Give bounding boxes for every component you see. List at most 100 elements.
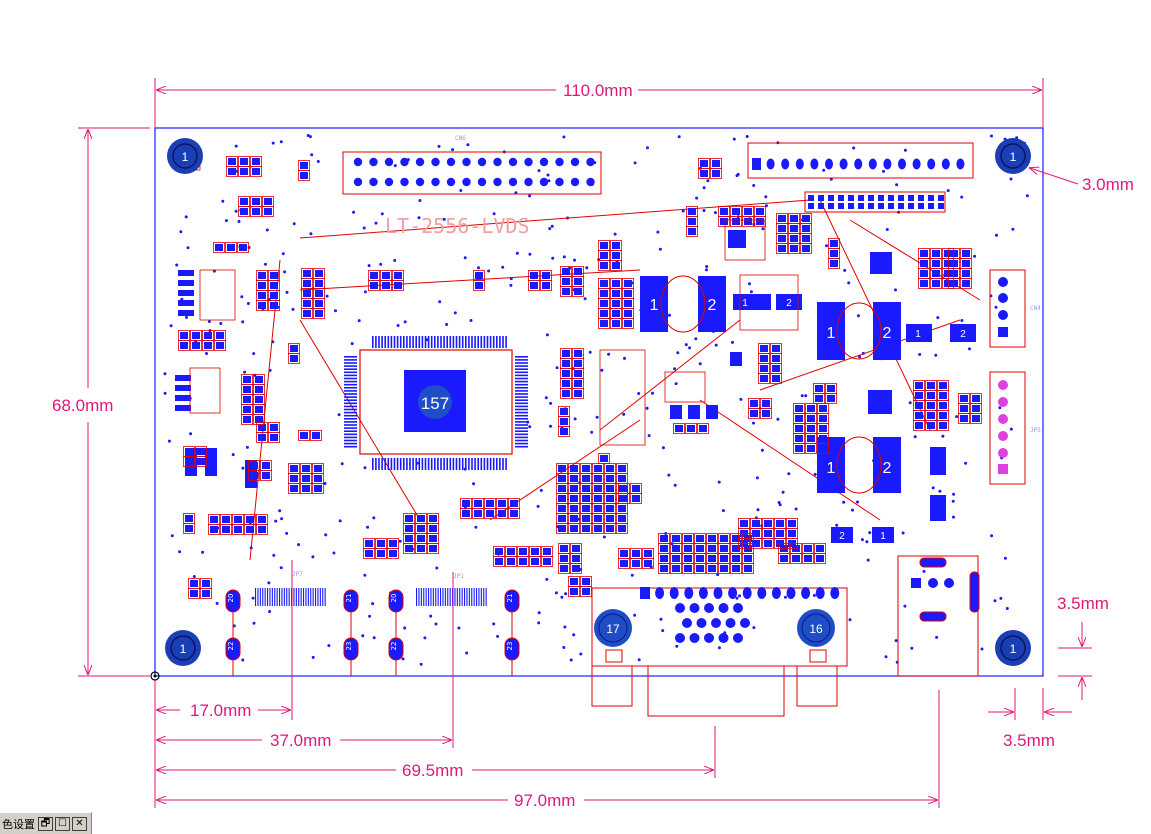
smd-pad <box>542 272 550 279</box>
via <box>251 596 255 600</box>
via <box>656 230 660 234</box>
via <box>804 394 808 398</box>
component-pad <box>205 448 217 476</box>
mounting-hole-ring <box>1000 635 1026 661</box>
fpc-finger <box>444 588 446 606</box>
via <box>776 417 780 421</box>
fpc-finger <box>307 588 309 606</box>
smd-pad <box>290 355 298 362</box>
qfp-lead <box>468 336 470 348</box>
via <box>560 595 564 599</box>
qfp-lead <box>372 336 374 348</box>
smd-pad <box>314 465 322 472</box>
smd-outline <box>541 556 553 567</box>
qfp-lead <box>515 433 528 436</box>
qfp-lead <box>515 421 528 423</box>
smd-pad <box>255 406 263 413</box>
via <box>274 519 278 523</box>
svg-text:1: 1 <box>880 531 886 542</box>
smd-outline <box>718 216 730 227</box>
dim-right-margin-bottom-label: 3.5mm <box>1003 731 1055 750</box>
qfp-lead <box>458 336 461 348</box>
smd-pad <box>262 462 270 469</box>
via <box>401 657 405 661</box>
smd-pad <box>562 360 570 367</box>
smd-outline <box>363 548 375 559</box>
smd-pad <box>258 526 266 533</box>
maximize-button[interactable]: ☐ <box>55 816 70 831</box>
via <box>590 430 594 434</box>
via <box>537 621 541 625</box>
smd-pad <box>594 485 602 492</box>
via <box>403 626 407 630</box>
smd-pad <box>303 290 311 297</box>
smd-outline <box>618 558 630 569</box>
via <box>548 227 552 231</box>
header-pin <box>781 158 790 170</box>
via <box>324 533 328 537</box>
smd-pad <box>498 500 506 507</box>
smd-outline <box>244 524 256 535</box>
smd-pad <box>204 332 212 339</box>
smd-pad <box>827 395 835 402</box>
smd-pad <box>606 485 614 492</box>
smd-pad <box>560 555 568 562</box>
via <box>310 153 314 157</box>
via <box>588 350 592 354</box>
via <box>946 189 950 193</box>
qfp-lead <box>434 336 436 348</box>
qfp-lead <box>515 402 528 405</box>
smd-pad <box>258 434 266 441</box>
via <box>903 148 907 152</box>
smd-pad <box>819 405 827 412</box>
smd-pad <box>562 350 570 357</box>
qfp-lead <box>443 336 445 348</box>
smd-outline <box>190 340 202 351</box>
smd-pad <box>252 158 260 165</box>
via <box>645 406 649 410</box>
smd-pad <box>660 565 668 572</box>
via <box>960 319 964 322</box>
qfp-lead <box>515 436 528 439</box>
smd-pad <box>752 530 760 537</box>
via <box>465 651 469 655</box>
via <box>739 397 743 401</box>
qfp-lead <box>515 424 528 426</box>
fpc-finger <box>447 588 449 606</box>
via <box>363 573 367 577</box>
via <box>451 148 455 152</box>
via <box>292 222 296 226</box>
qfp-lead <box>403 336 405 348</box>
smd-pad <box>939 422 947 429</box>
jp5-connector: JP5 <box>989 371 1041 485</box>
smd-pad <box>972 395 980 402</box>
smd-pad <box>582 465 590 472</box>
qfp-lead <box>434 458 436 470</box>
restore-button[interactable]: 🗗 <box>38 816 53 831</box>
header-pin <box>825 158 833 170</box>
smd-pad <box>574 350 582 357</box>
smd-outline <box>828 258 840 269</box>
via <box>363 290 367 294</box>
smd-outline <box>925 420 937 431</box>
smd-outline <box>392 280 404 291</box>
smd-pad <box>612 262 620 269</box>
via <box>698 362 702 366</box>
smd-pad <box>618 525 626 532</box>
smd-pad <box>950 280 958 287</box>
smd-outline <box>248 470 260 481</box>
jp1-label: JP1 <box>453 573 464 580</box>
vga-connector: 17 16 <box>591 587 848 717</box>
fpc-finger <box>483 588 485 606</box>
close-button[interactable]: ✕ <box>72 816 87 831</box>
smd-pad <box>708 565 716 572</box>
vga-pin <box>733 603 743 613</box>
smd-pad <box>696 535 704 542</box>
via <box>705 265 709 268</box>
cn6-pin <box>415 157 425 167</box>
smd-pad <box>684 565 692 572</box>
via <box>545 333 549 337</box>
fpc-finger <box>440 588 442 606</box>
smd-pad <box>234 526 242 533</box>
qfp-lead <box>424 458 427 470</box>
